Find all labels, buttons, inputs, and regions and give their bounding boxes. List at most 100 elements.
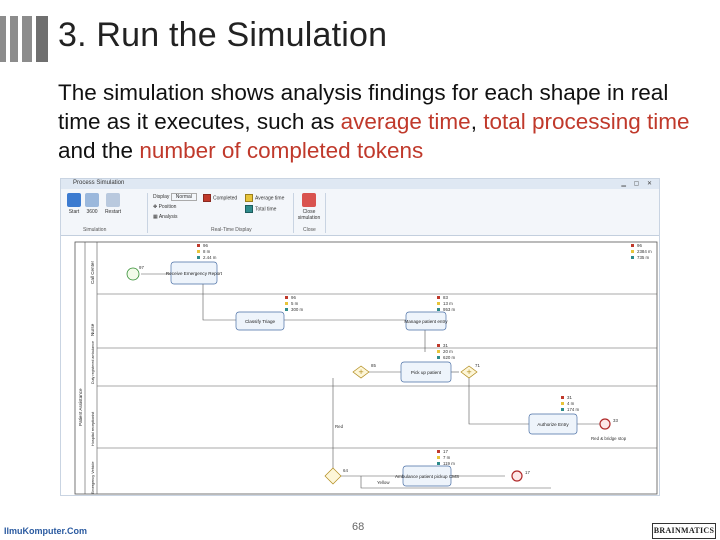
stat-count: 31	[567, 395, 572, 400]
lane-label-emergency-vehicle: Emergency Vehicle	[91, 461, 95, 494]
stat-total: 119 m	[443, 461, 455, 466]
task-manage[interactable]: Manage patient entry	[404, 311, 448, 331]
title-decoration	[0, 16, 52, 62]
position-label: Position	[158, 204, 177, 210]
close-icon	[302, 193, 316, 207]
completed-swatch-icon	[203, 194, 211, 202]
start-event-icon[interactable]	[126, 267, 140, 281]
task-manage-label: Manage patient entry	[404, 319, 448, 324]
task-receive[interactable]: Receive Emergency Report	[166, 261, 223, 285]
gateway-plus-icon: +	[358, 368, 364, 376]
average-swatch-icon	[245, 194, 253, 202]
stat-count: 31	[443, 343, 448, 348]
position-option[interactable]: ✥ Position	[153, 204, 177, 210]
gateway-2[interactable]: +	[460, 365, 478, 379]
completed-checkbox[interactable]: Completed	[203, 194, 237, 202]
gateway-1[interactable]: +	[352, 365, 370, 379]
highlight-average-time: average time	[340, 109, 471, 134]
stats-manage: 83 13 m 953 m	[437, 295, 456, 312]
ribbon-separator	[325, 193, 326, 233]
simulation-screenshot: Process Simulation ▁ ▢ ✕ Start 3600 Rest…	[60, 178, 660, 496]
group-close-label: Close	[303, 227, 316, 233]
ribbon-separator	[293, 193, 294, 233]
highlight-completed-tokens: number of completed tokens	[139, 138, 424, 163]
close-label: Close simulation	[297, 209, 321, 221]
task-classify-label: Classify Triage	[245, 319, 276, 324]
end-event-icon[interactable]	[511, 470, 523, 482]
slide-title: 3. Run the Simulation	[58, 16, 388, 54]
task-authorize[interactable]: Authorize Entry	[528, 413, 578, 435]
process-diagram: Patient Assistance Call Center Nurse Dut…	[74, 241, 658, 495]
window-controls[interactable]: ▁ ▢ ✕	[621, 181, 655, 187]
lane-label-ambulance: Duty registered ambulance	[91, 341, 95, 384]
stats-legend: 96 2384 m 735 m	[631, 243, 652, 260]
step-field[interactable]: 3600	[83, 193, 101, 215]
body-text-3: and the	[58, 138, 140, 163]
total-time-label: Total time	[255, 206, 277, 213]
lane-label-call-center: Call Center	[90, 261, 95, 284]
display-value: Normal	[170, 193, 197, 201]
flow-label-yellow: Yellow	[377, 480, 390, 485]
footer-source: IlmuKomputer.Com	[4, 526, 88, 536]
stats-authorize: 31 4 m 174 m	[561, 395, 580, 412]
process-canvas: Patient Assistance Call Center Nurse Dut…	[61, 236, 659, 495]
task-classify[interactable]: Classify Triage	[235, 311, 285, 331]
ribbon: Start 3600 Restart Simulation Display No…	[61, 189, 659, 236]
slide-body: The simulation shows analysis findings f…	[58, 78, 708, 165]
stat-average: 20 m	[443, 349, 453, 354]
task-authorize-label: Authorize Entry	[537, 422, 569, 427]
task-ambulance-label: Ambulance patient pickup CMS	[395, 474, 459, 479]
pool-frame	[74, 241, 658, 495]
task-pickup[interactable]: Pick up patient	[400, 361, 452, 383]
ribbon-separator	[147, 193, 148, 233]
end-1-token-count: 33	[613, 418, 618, 423]
end-2-token-count: 17	[525, 470, 530, 475]
average-time-checkbox[interactable]: Average time	[245, 194, 284, 202]
stat-count: 17	[443, 449, 448, 454]
task-pickup-label: Pick up patient	[411, 370, 442, 375]
flow	[360, 476, 551, 489]
total-time-checkbox[interactable]: Total time	[245, 205, 276, 213]
start-button[interactable]: Start	[65, 193, 83, 215]
gateway-2-token-count: 71	[475, 363, 480, 368]
stat-total: 2.44 m	[203, 255, 217, 260]
stat-count: 83	[443, 295, 448, 300]
window-title: Process Simulation	[73, 180, 125, 186]
completed-label: Completed	[213, 195, 238, 202]
display-select[interactable]: Display Normal	[153, 193, 197, 201]
task-receive-label: Receive Emergency Report	[166, 271, 223, 276]
stat-average: 13 m	[443, 301, 453, 306]
group-realtime-label: Real-Time Display	[211, 227, 252, 233]
brainmatics-logo: BRAINMATICS	[652, 523, 716, 539]
body-text-2: ,	[470, 109, 484, 134]
lane-label-receptionist: Hospital receptionist	[91, 411, 95, 446]
end-event-icon[interactable]	[599, 418, 611, 430]
flow	[468, 378, 529, 425]
stats-classify: 96 5 m 300 m	[285, 295, 304, 312]
average-time-label: Average time	[255, 195, 285, 202]
gateway-plus-icon: +	[466, 368, 472, 376]
display-label: Display	[153, 194, 170, 200]
analysis-option[interactable]: ▦ Analysis	[153, 214, 178, 220]
close-simulation-button[interactable]: Close simulation	[297, 193, 321, 221]
analysis-label: Analysis	[158, 214, 178, 220]
stat-total: 620 m	[443, 355, 456, 360]
stat-total: 300 m	[291, 307, 304, 312]
stat-count: 96	[203, 243, 208, 248]
stat-average: 4 m	[567, 401, 575, 406]
gateway-3[interactable]	[324, 467, 342, 485]
stat-count: 96	[291, 295, 296, 300]
total-swatch-icon	[245, 205, 253, 213]
start-label: Start	[68, 209, 80, 215]
gateway-1-token-count: 85	[371, 363, 376, 368]
stats-receive: 96 8 m 2.44 m	[197, 243, 217, 260]
stats-pickup: 31 20 m 620 m	[437, 343, 456, 360]
restart-button[interactable]: Restart	[101, 193, 125, 215]
stat-total: 174 m	[567, 407, 580, 412]
task-ambulance[interactable]: Ambulance patient pickup CMS	[395, 465, 459, 487]
end-1-label: Red & bridge stop	[591, 436, 627, 441]
stat-average: 7 m	[443, 455, 451, 460]
highlight-total-processing-time: total processing time	[483, 109, 690, 134]
step-icon	[85, 193, 99, 207]
lane-label-nurse: Nurse	[90, 323, 95, 336]
